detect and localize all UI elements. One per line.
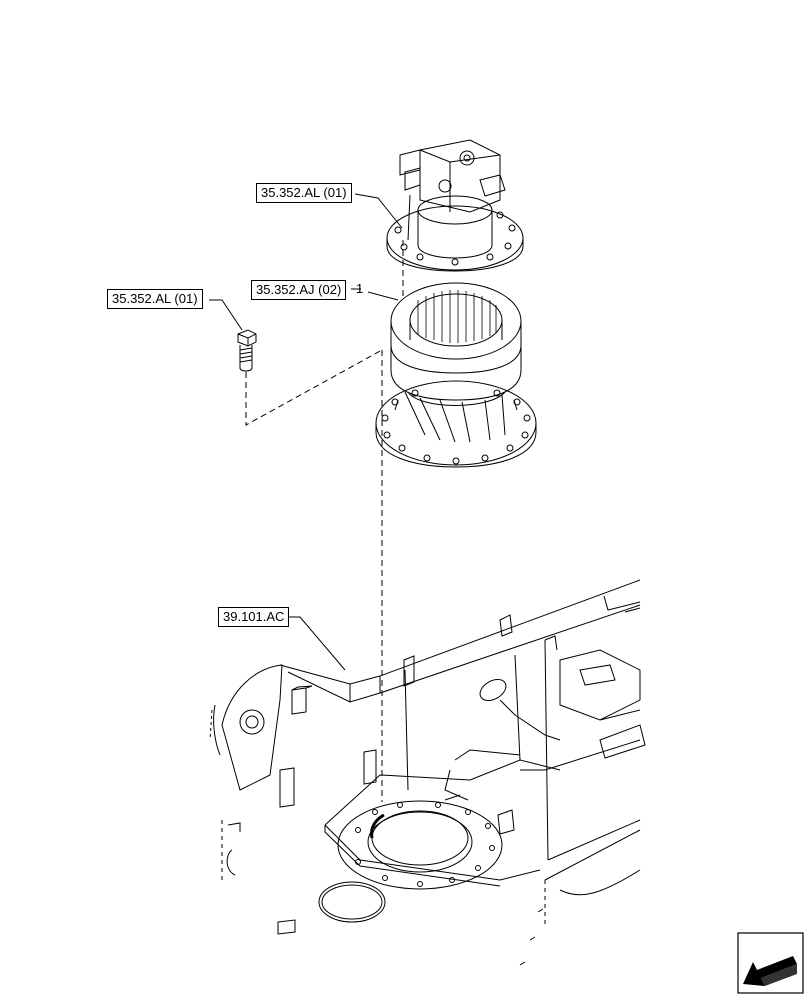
- ref-bolt-link[interactable]: 35.352.AL (01): [107, 289, 203, 309]
- item-number-label: 1: [356, 281, 364, 296]
- bolt: [237, 329, 257, 372]
- ref-frame-link[interactable]: 39.101.AC: [218, 607, 290, 627]
- reduction-gear: [375, 282, 537, 468]
- ref-reduction-gear-link[interactable]: 35.352.AJ (02): [251, 280, 347, 300]
- next-arrow-icon: [737, 932, 804, 994]
- swing-motor: [386, 139, 524, 272]
- next-page-button[interactable]: [737, 932, 804, 994]
- upper-frame: [209, 579, 646, 966]
- ref-swing-motor-link[interactable]: 35.352.AL (01): [256, 183, 352, 203]
- leader-lines: [209, 193, 403, 671]
- assembly-lines: [245, 240, 404, 802]
